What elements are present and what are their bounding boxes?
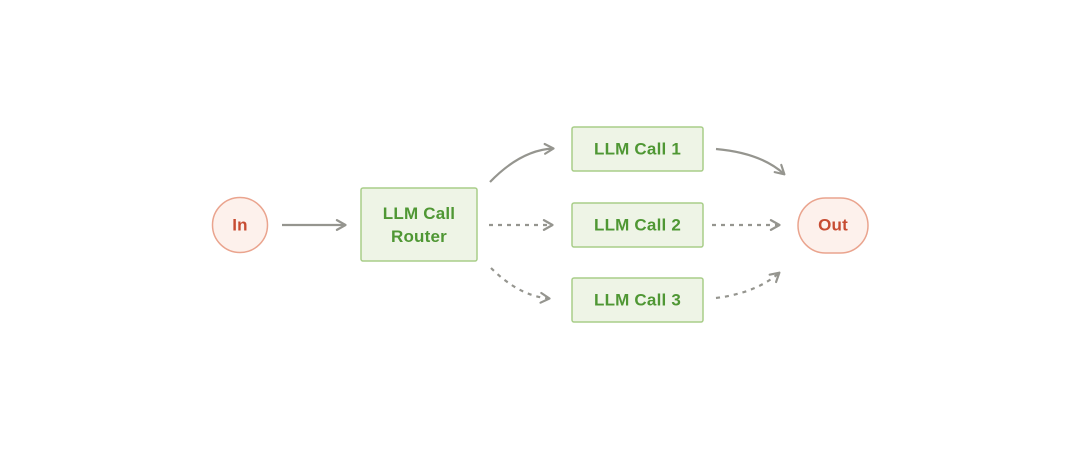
node-router-shape [360, 187, 478, 262]
node-router: LLM Call Router [360, 187, 478, 262]
node-router-label-line1: LLM Call [383, 204, 455, 223]
node-out: Out [797, 197, 869, 254]
node-out-shape [797, 197, 869, 254]
node-in-shape [211, 196, 269, 254]
edge-call1-out [715, 147, 786, 176]
node-llm-call-3-label: LLM Call 3 [594, 291, 681, 310]
node-in: In [211, 196, 269, 254]
node-llm-call-1-label: LLM Call 1 [594, 140, 681, 159]
node-llm-call-2: LLM Call 2 [571, 202, 704, 248]
edge-router-call3 [490, 267, 551, 304]
node-llm-call-1-shape [571, 126, 704, 172]
edges [282, 142, 786, 304]
edge-call3-out [715, 271, 781, 300]
node-llm-call-2-label: LLM Call 2 [594, 216, 681, 235]
node-in-label: In [232, 216, 248, 235]
node-llm-call-3-shape [571, 277, 704, 323]
node-router-label-line2: Router [391, 227, 447, 246]
node-out-label: Out [818, 216, 848, 235]
node-llm-call-2-shape [571, 202, 704, 248]
edge-router-call1 [489, 142, 555, 183]
node-llm-call-1: LLM Call 1 [571, 126, 704, 172]
node-llm-call-3: LLM Call 3 [571, 277, 704, 323]
